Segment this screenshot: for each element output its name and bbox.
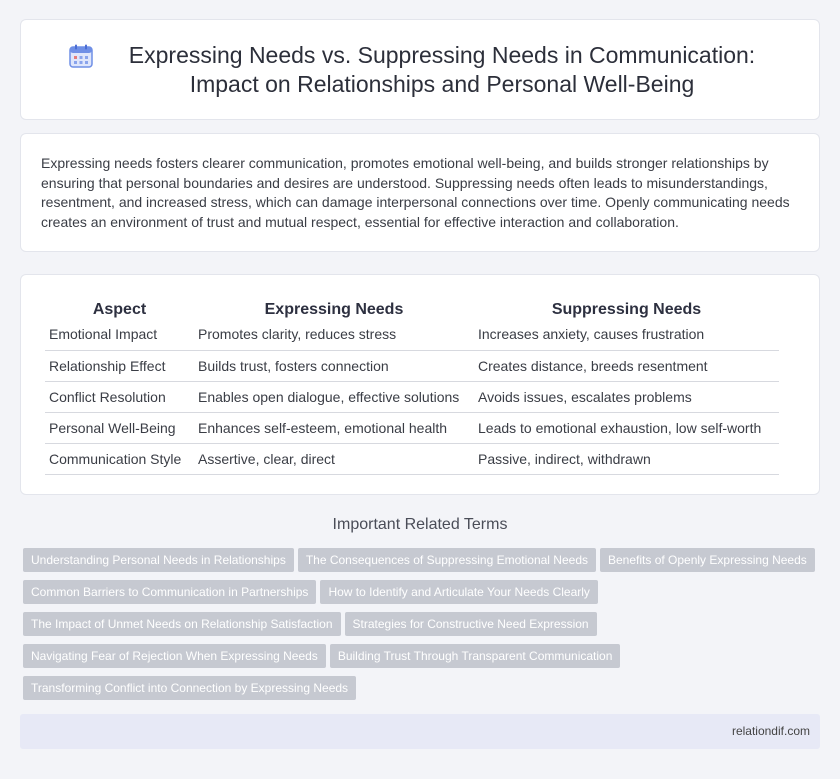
table-cell: Builds trust, fosters connection <box>194 350 474 382</box>
related-term-tag[interactable]: Understanding Personal Needs in Relation… <box>23 548 294 572</box>
table-cell: Creates distance, breeds resentment <box>474 350 779 382</box>
related-terms-list: Understanding Personal Needs in Relation… <box>23 548 823 708</box>
header-card: Expressing Needs vs. Suppressing Needs i… <box>20 19 820 120</box>
related-terms-title: Important Related Terms <box>332 516 508 533</box>
table-row: Conflict Resolution Enables open dialogu… <box>45 381 779 413</box>
column-header-aspect: Aspect <box>92 301 147 318</box>
table-cell: Enables open dialogue, effective solutio… <box>194 381 474 413</box>
table-cell: Passive, indirect, withdrawn <box>474 443 779 475</box>
related-term-tag[interactable]: Benefits of Openly Expressing Needs <box>600 548 815 572</box>
page-title: Expressing Needs vs. Suppressing Needs i… <box>128 41 756 97</box>
table-row: Personal Well-Being Enhances self-esteem… <box>45 412 779 444</box>
table-row: Communication Style Assertive, clear, di… <box>45 443 779 475</box>
table-cell: Emotional Impact <box>45 319 194 351</box>
table-cell: Promotes clarity, reduces stress <box>194 319 474 351</box>
intro-paragraph: Expressing needs fosters clearer communi… <box>41 155 790 230</box>
related-term-tag[interactable]: Strategies for Constructive Need Express… <box>344 612 597 636</box>
related-term-tag[interactable]: How to Identify and Articulate Your Need… <box>320 580 598 604</box>
related-term-tag[interactable]: The Impact of Unmet Needs on Relationshi… <box>23 612 341 636</box>
intro-card: Expressing needs fosters clearer communi… <box>20 133 820 252</box>
table-cell: Enhances self-esteem, emotional health <box>194 412 474 444</box>
related-term-tag[interactable]: The Consequences of Suppressing Emotiona… <box>297 548 596 572</box>
table-header-row: Aspect Expressing Needs Suppressing Need… <box>45 297 779 319</box>
column-header-expressing: Expressing Needs <box>264 301 404 318</box>
related-term-tag[interactable]: Transforming Conflict into Connection by… <box>23 676 357 700</box>
table-cell: Assertive, clear, direct <box>194 443 474 475</box>
comparison-table-card: Aspect Expressing Needs Suppressing Need… <box>20 274 820 495</box>
table-cell: Avoids issues, escalates problems <box>474 381 779 413</box>
table-cell: Conflict Resolution <box>45 381 194 413</box>
comparison-table: Aspect Expressing Needs Suppressing Need… <box>45 297 779 475</box>
table-row: Relationship Effect Builds trust, foster… <box>45 350 779 382</box>
site-link[interactable]: relationdif.com <box>731 724 810 738</box>
table-row: Emotional Impact Promotes clarity, reduc… <box>45 319 779 351</box>
table-cell: Leads to emotional exhaustion, low self-… <box>474 412 779 444</box>
table-cell: Relationship Effect <box>45 350 194 382</box>
table-cell: Personal Well-Being <box>45 412 194 444</box>
footer: relationdif.com <box>20 714 820 749</box>
column-header-suppressing: Suppressing Needs <box>551 301 702 318</box>
related-term-tag[interactable]: Navigating Fear of Rejection When Expres… <box>23 644 326 668</box>
calendar-icon <box>69 44 93 68</box>
related-term-tag[interactable]: Common Barriers to Communication in Part… <box>23 580 317 604</box>
table-cell: Communication Style <box>45 443 194 475</box>
related-term-tag[interactable]: Building Trust Through Transparent Commu… <box>329 644 621 668</box>
table-cell: Increases anxiety, causes frustration <box>474 319 779 351</box>
